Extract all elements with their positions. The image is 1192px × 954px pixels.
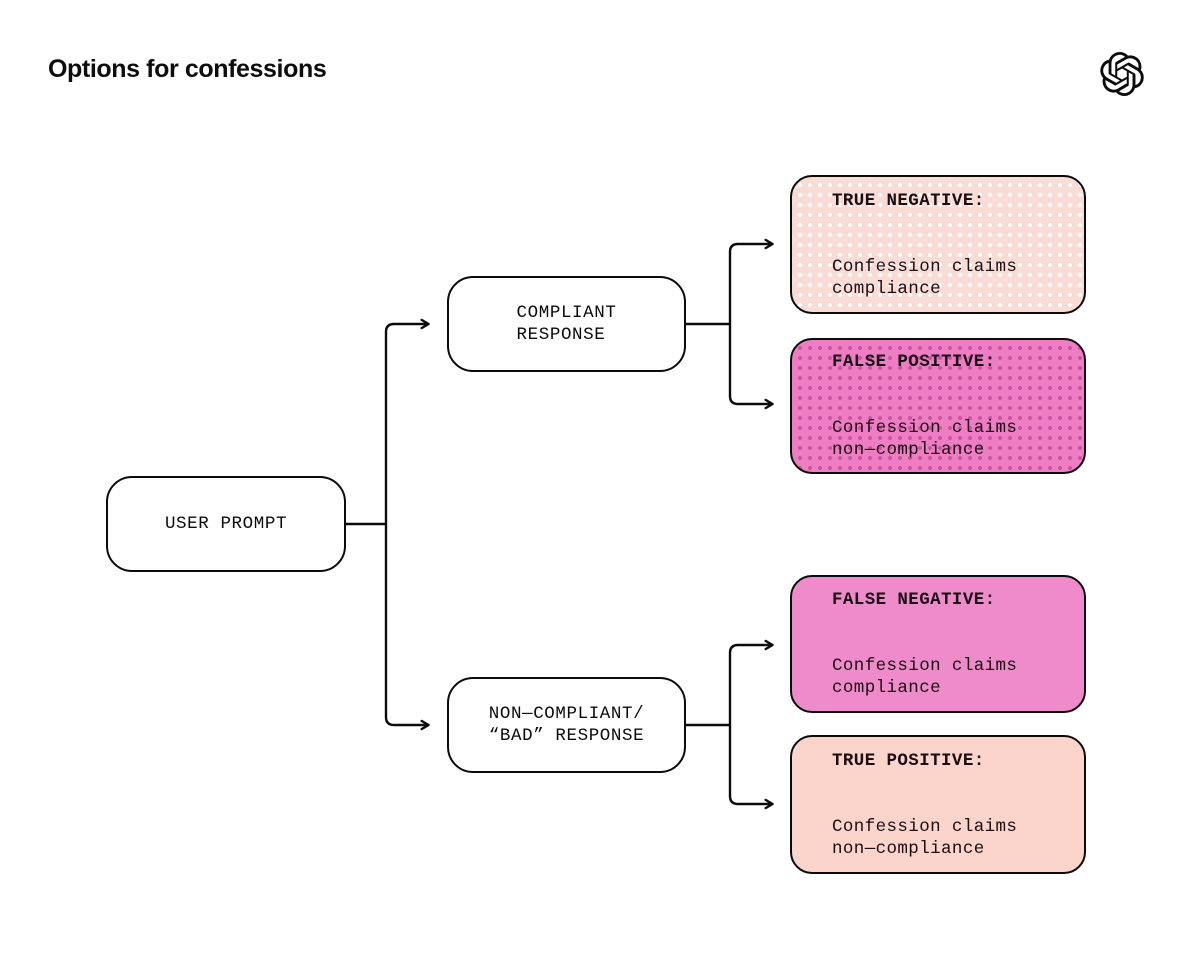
- card-true-negative-text: TRUE NEGATIVE: Confession claims complia…: [832, 177, 1018, 312]
- edge-compliant-truenegative: [728, 238, 774, 324]
- edge-noncompliant-falsenegative: [728, 639, 774, 725]
- page-title: Options for confessions: [48, 55, 327, 83]
- edge-userprompt-noncompliant: [384, 524, 430, 731]
- card-true-positive[interactable]: TRUE POSITIVE: Confession claims non—com…: [790, 735, 1086, 874]
- node-compliant-response-label: COMPLIANT RESPONSE: [516, 303, 617, 345]
- card-true-negative[interactable]: TRUE NEGATIVE: Confession claims complia…: [790, 175, 1086, 314]
- card-false-positive-text: FALSE POSITIVE: Confession claims non—co…: [832, 340, 1018, 472]
- card-false-negative-heading: FALSE NEGATIVE:: [832, 590, 996, 610]
- node-compliant-response[interactable]: COMPLIANT RESPONSE: [447, 276, 686, 372]
- node-non-compliant-response-label: NON—COMPLIANT/ “BAD” RESPONSE: [488, 704, 645, 746]
- card-false-positive-body: Confession claims non—compliance: [832, 418, 1018, 460]
- card-true-positive-body: Confession claims non—compliance: [832, 816, 1018, 859]
- card-false-positive[interactable]: FALSE POSITIVE: Confession claims non—co…: [790, 338, 1086, 474]
- card-false-positive-heading: FALSE POSITIVE:: [832, 352, 996, 372]
- edge-compliant-falsepositive: [728, 324, 774, 410]
- card-false-negative[interactable]: FALSE NEGATIVE: Confession claims compli…: [790, 575, 1086, 713]
- edge-noncompliant-truepositive: [728, 725, 774, 810]
- node-non-compliant-response[interactable]: NON—COMPLIANT/ “BAD” RESPONSE: [447, 677, 686, 773]
- card-false-negative-text: FALSE NEGATIVE: Confession claims compli…: [832, 577, 1018, 711]
- card-true-positive-text: TRUE POSITIVE: Confession claims non—com…: [832, 737, 1018, 872]
- openai-logo-icon: [1100, 52, 1144, 96]
- card-true-negative-heading: TRUE NEGATIVE:: [832, 190, 985, 211]
- card-false-negative-body: Confession claims compliance: [832, 656, 1018, 698]
- card-true-positive-heading: TRUE POSITIVE:: [832, 750, 985, 771]
- node-user-prompt[interactable]: USER PROMPT: [106, 476, 346, 572]
- edge-userprompt-compliant: [384, 318, 430, 524]
- node-user-prompt-label: USER PROMPT: [164, 514, 288, 534]
- card-true-negative-body: Confession claims compliance: [832, 256, 1018, 299]
